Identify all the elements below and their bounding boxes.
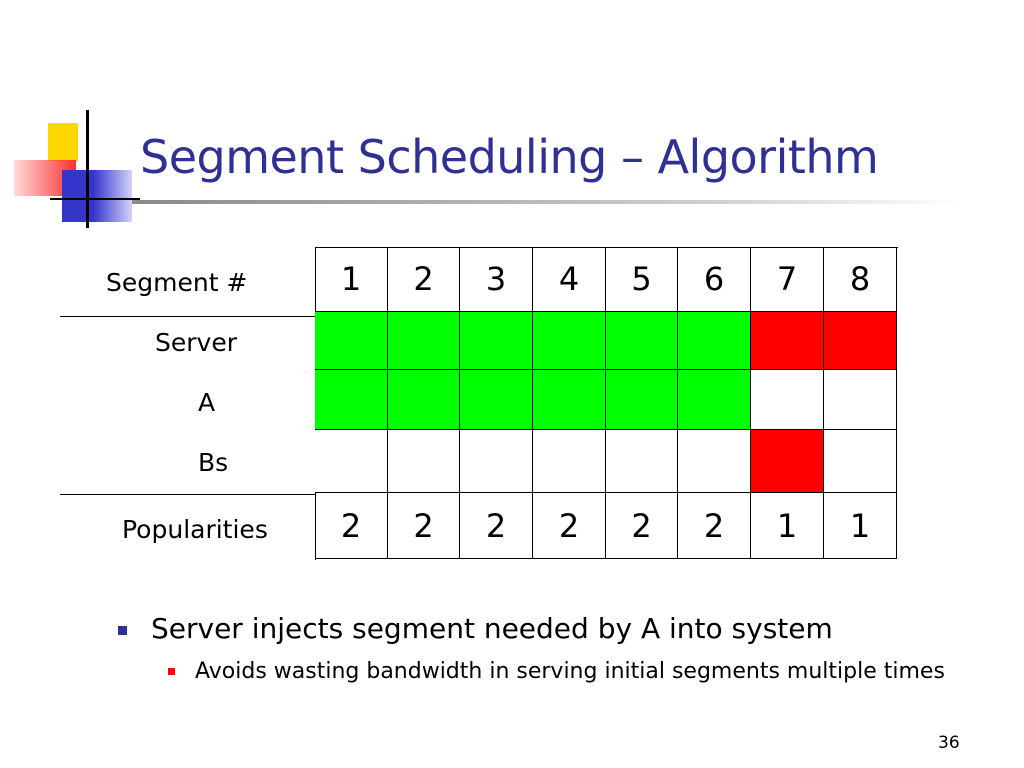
status-cell-green [388, 370, 460, 430]
popularity-cell: 2 [315, 493, 388, 559]
decor-horizontal-line [50, 198, 140, 200]
popularity-cell: 2 [606, 493, 678, 559]
status-cell-green [606, 370, 678, 430]
row-separator-bottom [60, 494, 315, 495]
segment-number-cell: 8 [824, 247, 897, 312]
popularity-cell: 2 [533, 493, 606, 559]
slide-title: Segment Scheduling – Algorithm [140, 130, 879, 184]
segment-number-cell: 2 [388, 247, 460, 312]
red-square-bullet-icon [168, 668, 175, 675]
status-cell-green [315, 312, 388, 370]
bullet-level2-text: Avoids wasting bandwidth in serving init… [195, 659, 945, 684]
popularity-cell: 1 [751, 493, 824, 559]
popularity-cell: 1 [824, 493, 897, 559]
status-cell-white [751, 370, 824, 430]
status-cell-green [606, 312, 678, 370]
decor-blue-square [62, 170, 132, 222]
status-cell-white [533, 430, 606, 493]
popularity-cell: 2 [388, 493, 460, 559]
status-cell-green [388, 312, 460, 370]
segment-number-cell: 7 [751, 247, 824, 312]
segment-number-cell: 1 [315, 247, 388, 312]
status-cell-green [678, 370, 751, 430]
title-underline [132, 200, 962, 204]
status-cell-white [460, 430, 533, 493]
row-separator-top [60, 316, 315, 317]
segment-number-cell: 5 [606, 247, 678, 312]
popularity-cell: 2 [460, 493, 533, 559]
status-cell-white [315, 430, 388, 493]
status-cell-red [751, 430, 824, 493]
status-cell-green [460, 370, 533, 430]
bullet-level1-text: Server injects segment needed by A into … [151, 612, 833, 645]
status-cell-white [824, 430, 897, 493]
segment-number-cell: 4 [533, 247, 606, 312]
status-cell-green [678, 312, 751, 370]
segment-number-cell: 3 [460, 247, 533, 312]
status-cell-red [751, 312, 824, 370]
status-cell-green [533, 312, 606, 370]
row-label-bs: Bs [198, 448, 229, 477]
segment-number-cell: 6 [678, 247, 751, 312]
status-cell-white [824, 370, 897, 430]
row-label-a: A [198, 388, 216, 417]
status-cell-white [388, 430, 460, 493]
bullet-level2: Avoids wasting bandwidth in serving init… [168, 657, 968, 686]
bullet-level1: Server injects segment needed by A into … [118, 612, 833, 645]
status-cell-red [824, 312, 897, 370]
segment-header-label: Segment # [106, 268, 248, 297]
popularities-label: Popularities [122, 515, 268, 544]
status-cell-green [460, 312, 533, 370]
blue-square-bullet-icon [118, 626, 127, 635]
page-number: 36 [938, 733, 960, 753]
row-label-server: Server [155, 328, 237, 357]
decor-vertical-line [86, 110, 89, 228]
decor-yellow-square [48, 123, 78, 161]
status-cell-white [678, 430, 751, 493]
popularity-cell: 2 [678, 493, 751, 559]
status-cell-green [533, 370, 606, 430]
status-cell-green [315, 370, 388, 430]
status-cell-white [606, 430, 678, 493]
